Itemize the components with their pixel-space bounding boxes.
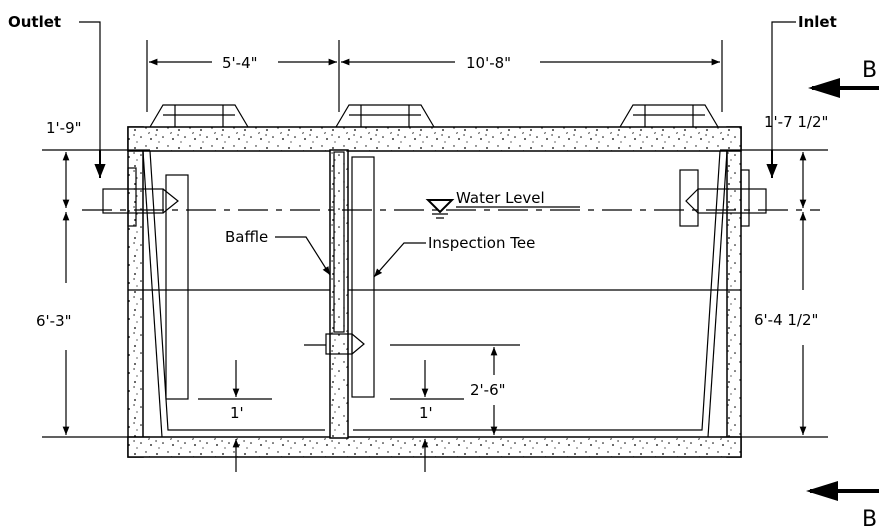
baffle-opening-height: 2'-6" (470, 381, 506, 399)
outlet-invert-to-top: 1'-9" (46, 119, 82, 137)
length-dimensions: 5'-4" 10'-8" (146, 40, 723, 112)
inlet-label: Inlet (798, 13, 837, 31)
inlet-invert-to-top: 1'-7 1/2" (764, 113, 828, 131)
partition-wall (329, 149, 349, 439)
outlet-chamber-length: 5'-4" (222, 54, 258, 72)
inspection-tee-clearance: 1' (419, 404, 433, 422)
component-callouts: Baffle Inspection Tee (225, 228, 535, 278)
inspection-tee-label: Inspection Tee (428, 234, 535, 252)
risers (149, 104, 719, 128)
inlet-chamber-length: 10'-8" (466, 54, 511, 72)
outlet-label: Outlet (8, 13, 61, 31)
baffle-opening-dimension: 2'-6" (304, 344, 520, 435)
water-level: Water Level (82, 189, 820, 219)
tee-clearance-dimensions: 1' 1' (198, 360, 464, 472)
outlet-vertical-dimensions: 1'-9" 6'-3" (36, 119, 150, 438)
inspection-tee (351, 156, 375, 398)
section-marker-bottom: B (806, 481, 879, 529)
outlet-pipe (102, 167, 189, 400)
outlet-tee-clearance: 1' (230, 404, 244, 422)
tank-shell (127, 126, 742, 458)
section-b-bottom: B (862, 507, 877, 529)
section-marker-top: B (808, 58, 879, 98)
inlet-pipe (679, 169, 767, 227)
inlet-liquid-depth: 6'-4 1/2" (754, 311, 818, 329)
baffle-label: Baffle (225, 228, 268, 246)
inlet-vertical-dimensions: 1'-7 1/2" 6'-4 1/2" (720, 113, 828, 438)
section-b-top: B (862, 58, 877, 83)
pipe-callouts: Outlet Inlet (8, 13, 837, 178)
water-level-label: Water Level (456, 189, 545, 207)
outlet-liquid-depth: 6'-3" (36, 312, 72, 330)
